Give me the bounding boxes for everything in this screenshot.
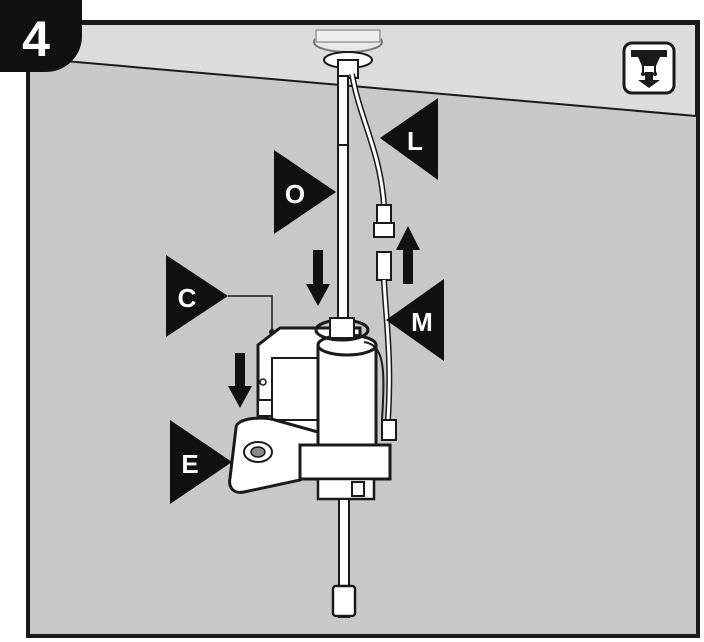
cable-connector (373, 204, 395, 281)
callout-o: O (274, 150, 336, 234)
step-badge: 4 (0, 0, 82, 72)
arrow-up-icon (396, 226, 420, 284)
callout-l-label: L (407, 126, 423, 156)
callout-c-label: C (178, 283, 197, 313)
callout-l: L (380, 98, 438, 180)
rod-o (337, 75, 349, 327)
rod-tip (331, 584, 357, 618)
callout-e: E (170, 420, 232, 504)
lower-clamp (298, 443, 392, 501)
arrow-down-icon (228, 353, 252, 408)
callout-m-label: M (411, 307, 433, 337)
arrow-down-icon (306, 250, 330, 306)
callout-c-leader (228, 295, 273, 330)
callout-c: C (166, 255, 228, 337)
wall-bracket-e (228, 416, 320, 494)
pump-unit (256, 317, 385, 465)
callout-e-label: E (181, 449, 198, 479)
callout-o-label: O (285, 179, 305, 209)
step-number: 4 (22, 11, 50, 67)
ceiling-mount-icon (622, 41, 676, 95)
ceiling-fixture (313, 29, 383, 79)
callout-m: M (386, 279, 444, 361)
